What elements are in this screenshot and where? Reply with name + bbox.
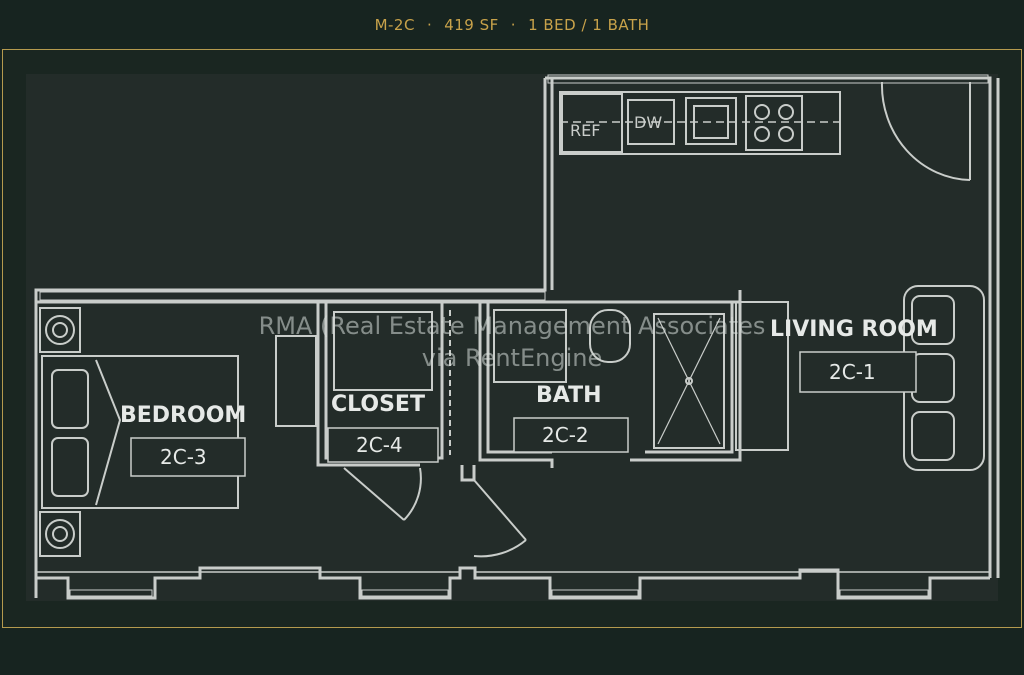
ref-label: REF <box>570 121 600 140</box>
bedroom-closet-wall <box>316 302 420 467</box>
bath-code: 2C-2 <box>542 423 589 447</box>
hall-door <box>473 479 527 558</box>
window-west-north <box>39 291 546 301</box>
separator: · <box>426 16 433 34</box>
burner <box>754 126 770 142</box>
living-name: LIVING ROOM <box>770 317 938 342</box>
pillow <box>51 437 89 497</box>
room-labels: BEDROOM CLOSET BATH LIVING ROOM <box>120 317 938 428</box>
bath-east-inner <box>645 302 734 454</box>
bedroom-name: BEDROOM <box>120 403 246 428</box>
burner <box>778 104 794 120</box>
dresser <box>275 335 317 427</box>
walls <box>34 76 1000 600</box>
burner <box>778 126 794 142</box>
lamp-icon <box>45 519 75 549</box>
watermark-line-1: RMA (Real Estate Management Associates <box>258 312 766 340</box>
lamp-icon <box>45 315 75 345</box>
drain-icon <box>685 377 693 385</box>
door-leaf <box>473 479 527 541</box>
bath-fixtures <box>493 309 725 449</box>
dw-label: DW <box>634 113 662 132</box>
bath-name: BATH <box>536 383 602 408</box>
sink-basin <box>693 105 729 139</box>
bedroom-code-box <box>130 437 246 477</box>
bed-sheet-fold <box>95 359 122 506</box>
dishwasher <box>627 99 675 145</box>
entry-door <box>880 81 971 181</box>
room-codes: 2C-3 2C-4 2C-2 2C-1 <box>160 360 876 469</box>
shower <box>653 313 725 449</box>
closet-door-swing <box>403 467 422 521</box>
hall-post <box>460 465 476 482</box>
burner <box>754 104 770 120</box>
bath-east-wall <box>630 290 742 462</box>
outer-wall-south <box>36 566 990 600</box>
media-console <box>735 301 789 451</box>
bed <box>41 355 239 509</box>
nightstand <box>39 511 81 557</box>
living-code: 2C-1 <box>829 360 876 384</box>
unit-area: 419 SF <box>444 16 499 34</box>
closet-shelf <box>333 311 433 391</box>
windows <box>39 74 989 597</box>
plan-backdrop <box>26 74 998 601</box>
pillow <box>51 369 89 429</box>
unit-summary-header: M-2C · 419 SF · 1 BED / 1 BATH <box>0 0 1024 50</box>
closet-bath-wall <box>478 302 554 468</box>
window-south <box>551 589 639 597</box>
watermark-line-2: via RentEngine <box>421 344 603 372</box>
closet-door-leaf <box>343 467 405 521</box>
closet-code-box <box>327 427 439 463</box>
range <box>745 95 803 151</box>
closet-name: CLOSET <box>331 392 425 417</box>
bedroom-furniture <box>39 307 317 557</box>
window-north <box>547 74 989 84</box>
room-code-boxes <box>130 351 917 477</box>
kitchen <box>559 91 841 155</box>
refrigerator <box>561 93 623 153</box>
shower-slope <box>657 317 721 445</box>
unit-code: M-2C <box>374 16 415 34</box>
separator: · <box>510 16 517 34</box>
outer-wall-west <box>34 78 547 598</box>
closet-furniture <box>333 310 451 521</box>
bedroom-code: 2C-3 <box>160 445 207 469</box>
kitchen-counter <box>559 91 841 155</box>
lamp-icon <box>52 322 68 338</box>
toilet <box>589 309 631 363</box>
window-south <box>69 589 153 597</box>
window-south <box>361 589 449 597</box>
living-code-box <box>799 351 917 393</box>
outer-wall-north-east <box>545 76 992 578</box>
sofa-cushion <box>911 411 955 461</box>
window-south <box>839 589 929 597</box>
bath-code-box <box>513 417 629 453</box>
nightstand <box>39 307 81 353</box>
sink <box>685 97 737 145</box>
door-swing <box>473 539 527 558</box>
vanity <box>493 309 567 383</box>
door-swing <box>880 81 971 181</box>
sofa-cushion <box>911 295 955 345</box>
closet-code: 2C-4 <box>356 433 403 457</box>
beds-baths: 1 BED / 1 BATH <box>528 16 650 34</box>
lamp-icon <box>52 526 68 542</box>
